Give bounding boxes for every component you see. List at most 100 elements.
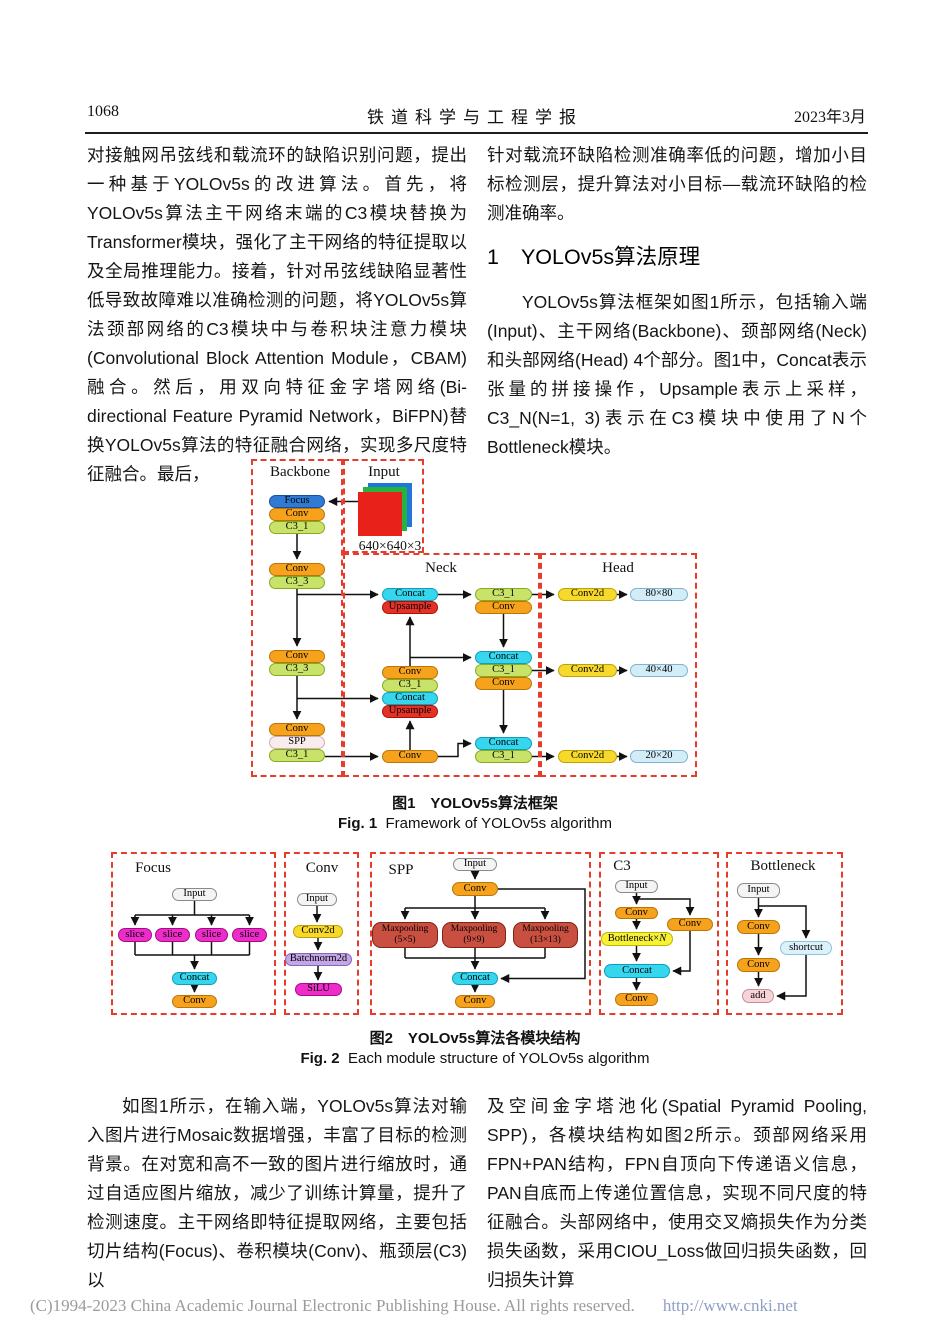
fig2-spp-box: [370, 852, 591, 1015]
fig1-output-80x80: 80×80: [630, 588, 688, 601]
fig2-bottleneck-conv2: Conv: [737, 958, 780, 972]
figure1-framework-diagram: Backbone Input Neck Head 640×640×3 Focus…: [248, 455, 703, 785]
fig1-node-c3-3: C3_3: [269, 663, 325, 676]
fig2-focus-conv: Conv: [172, 995, 217, 1008]
maxpooling-name: Maxpooling: [381, 923, 429, 934]
fig1-connectors: [292, 497, 628, 761]
fig1-node-conv: Conv: [269, 650, 325, 663]
figure1-caption-en-text: Framework of YOLOv5s algorithm: [385, 815, 612, 832]
fig1-neck-box: [343, 553, 540, 777]
figure2-modules-diagram: Focus Conv SPP C3 Bottleneck Input slice…: [105, 848, 850, 1020]
figure2-caption-en-text: Each module structure of YOLOv5s algorit…: [347, 1050, 650, 1067]
figure2-caption-zh: 图2 YOLOv5s算法各模块结构: [369, 1030, 581, 1047]
fig1-node-concat: Concat: [475, 651, 532, 664]
fig1-node-concat: Concat: [382, 692, 438, 705]
header-date: 2023年3月: [793, 109, 866, 126]
fig2-spp-concat: Concat: [452, 972, 498, 985]
figure1-caption-zh: 图1 YOLOv5s算法框架: [392, 795, 558, 812]
fig2-bottleneck-label: Bottleneck: [750, 858, 816, 874]
fig2-c3-box: [599, 852, 719, 1015]
footer-copyright: (C)1994-2023 China Academic Journal Elec…: [30, 1296, 635, 1315]
section-number: 1: [487, 245, 499, 269]
fig1-head-box: [540, 553, 697, 777]
fig1-output-20x20: 20×20: [630, 750, 688, 763]
fig2-conv-input: Input: [297, 893, 337, 906]
abstract-left-column: 对接触网吊弦线和载流环的缺陷识别问题，提出一种基于YOLOv5s的改进算法。首先…: [87, 141, 467, 489]
bottom-left-column: 如图1所示，在输入端，YOLOv5s算法对输入图片进行Mosaic数据增强，丰富…: [87, 1092, 467, 1295]
fig2-c3-label: C3: [613, 858, 631, 874]
fig1-node-c3-1: C3_1: [269, 749, 325, 762]
fig1-node-c3-1: C3_1: [382, 679, 438, 692]
header-rule: [85, 132, 868, 134]
fig2-focus-concat: Concat: [172, 972, 217, 985]
fig2-maxpooling-5x5: Maxpooling(5×5): [372, 922, 438, 948]
fig1-node-conv: Conv: [269, 723, 325, 736]
fig2-slice: slice: [232, 928, 267, 942]
fig1-output-40x40: 40×40: [630, 664, 688, 677]
fig1-backbone-box: [251, 459, 343, 777]
fig1-input-label: Input: [368, 464, 400, 480]
fig1-node-spp: SPP: [269, 736, 325, 749]
fig2-focus-label: Focus: [135, 860, 171, 876]
bottleneck-xn-n: N: [659, 932, 667, 944]
fig1-node-conv: Conv: [382, 750, 438, 763]
fig2-bottleneck-shortcut: shortcut: [780, 941, 832, 955]
fig1-node-conv2d: Conv2d: [558, 750, 617, 763]
bottom-right-paragraph: 及空间金字塔池化(Spatial Pyramid Pooling, SPP)，各…: [487, 1096, 867, 1290]
fig1-node-c3-1: C3_1: [475, 588, 532, 601]
fig2-c3-conv: Conv: [615, 907, 658, 919]
maxpooling-kernel: (9×9): [463, 935, 485, 945]
fig1-neck-label: Neck: [425, 560, 457, 576]
input-size-label: 640×640×3: [358, 538, 422, 553]
maxpooling-name: Maxpooling: [450, 923, 498, 934]
fig2-maxpooling-13x13: Maxpooling(13×13): [513, 922, 578, 948]
fig1-node-c3-1: C3_1: [475, 750, 532, 763]
fig2-slice: slice: [118, 928, 152, 942]
fig2-bottleneck-add: add: [742, 989, 774, 1003]
fig2-bottleneck-input: Input: [737, 883, 780, 898]
fig1-node-focus: Focus: [269, 495, 325, 508]
fig1-node-conv: Conv: [269, 508, 325, 521]
fig2-conv-label: Conv: [305, 860, 339, 876]
abstract-paragraph-continued: 针对载流环缺陷检测准确率低的问题，增加小目标检测层，提升算法对小目标—载流环缺陷…: [487, 145, 867, 223]
fig2-maxpooling-9x9: Maxpooling(9×9): [442, 922, 506, 948]
maxpooling-name: Maxpooling: [522, 923, 569, 934]
fig1-node-conv: Conv: [475, 601, 532, 614]
fig1-node-upsample: Upsample: [382, 601, 438, 614]
fig1-node-conv2d: Conv2d: [558, 588, 617, 601]
fig1-node-c3-3: C3_3: [269, 576, 325, 589]
fig2-slice: slice: [195, 928, 228, 942]
header-page-number: 1068: [87, 103, 119, 120]
input-image-layer-red: [358, 492, 402, 536]
fig2-bottleneck-box: [726, 852, 843, 1015]
fig2-bottleneck-conv1: Conv: [737, 920, 780, 934]
fig1-node-c3-1: C3_1: [475, 664, 532, 677]
fig1-node-concat: Concat: [382, 588, 438, 601]
figure1-caption-en: Fig. 1 Framework of YOLOv5s algorithm: [0, 815, 950, 832]
fig2-connectors: [130, 870, 811, 1001]
fig1-head-label: Head: [602, 560, 634, 576]
fig2-c3-conv-out: Conv: [615, 993, 658, 1006]
right-top-column: 针对载流环缺陷检测准确率低的问题，增加小目标检测层，提升算法对小目标—载流环缺陷…: [487, 141, 867, 462]
figure1-caption-en-prefix: Fig. 1: [338, 815, 378, 832]
fig1-node-conv: Conv: [475, 677, 532, 690]
fig2-spp-conv: Conv: [452, 882, 498, 896]
fig2-spp-input: Input: [453, 858, 497, 871]
fig2-c3-bottleneck-xn: Bottleneck×N: [601, 932, 673, 946]
fig2-slice: slice: [155, 928, 190, 942]
bottom-right-column: 及空间金字塔池化(Spatial Pyramid Pooling, SPP)，各…: [487, 1092, 867, 1295]
footer-url: http://www.cnki.net: [662, 1296, 798, 1315]
fig1-input-box: [343, 459, 424, 553]
fig2-c3-input: Input: [615, 880, 658, 893]
fig1-node-concat: Concat: [475, 737, 532, 750]
fig1-node-c3-1: C3_1: [269, 521, 325, 534]
fig2-focus-input: Input: [172, 888, 217, 901]
fig1-node-upsample: Upsample: [382, 705, 438, 718]
fig2-c3-conv-branch: Conv: [667, 918, 713, 931]
fig2-conv-batchnorm2d: Batchnorm2d: [285, 953, 352, 966]
footer: (C)1994-2023 China Academic Journal Elec…: [30, 1296, 930, 1316]
fig2-spp-conv: Conv: [455, 995, 495, 1008]
fig2-conv-silu: SiLU: [295, 983, 342, 996]
